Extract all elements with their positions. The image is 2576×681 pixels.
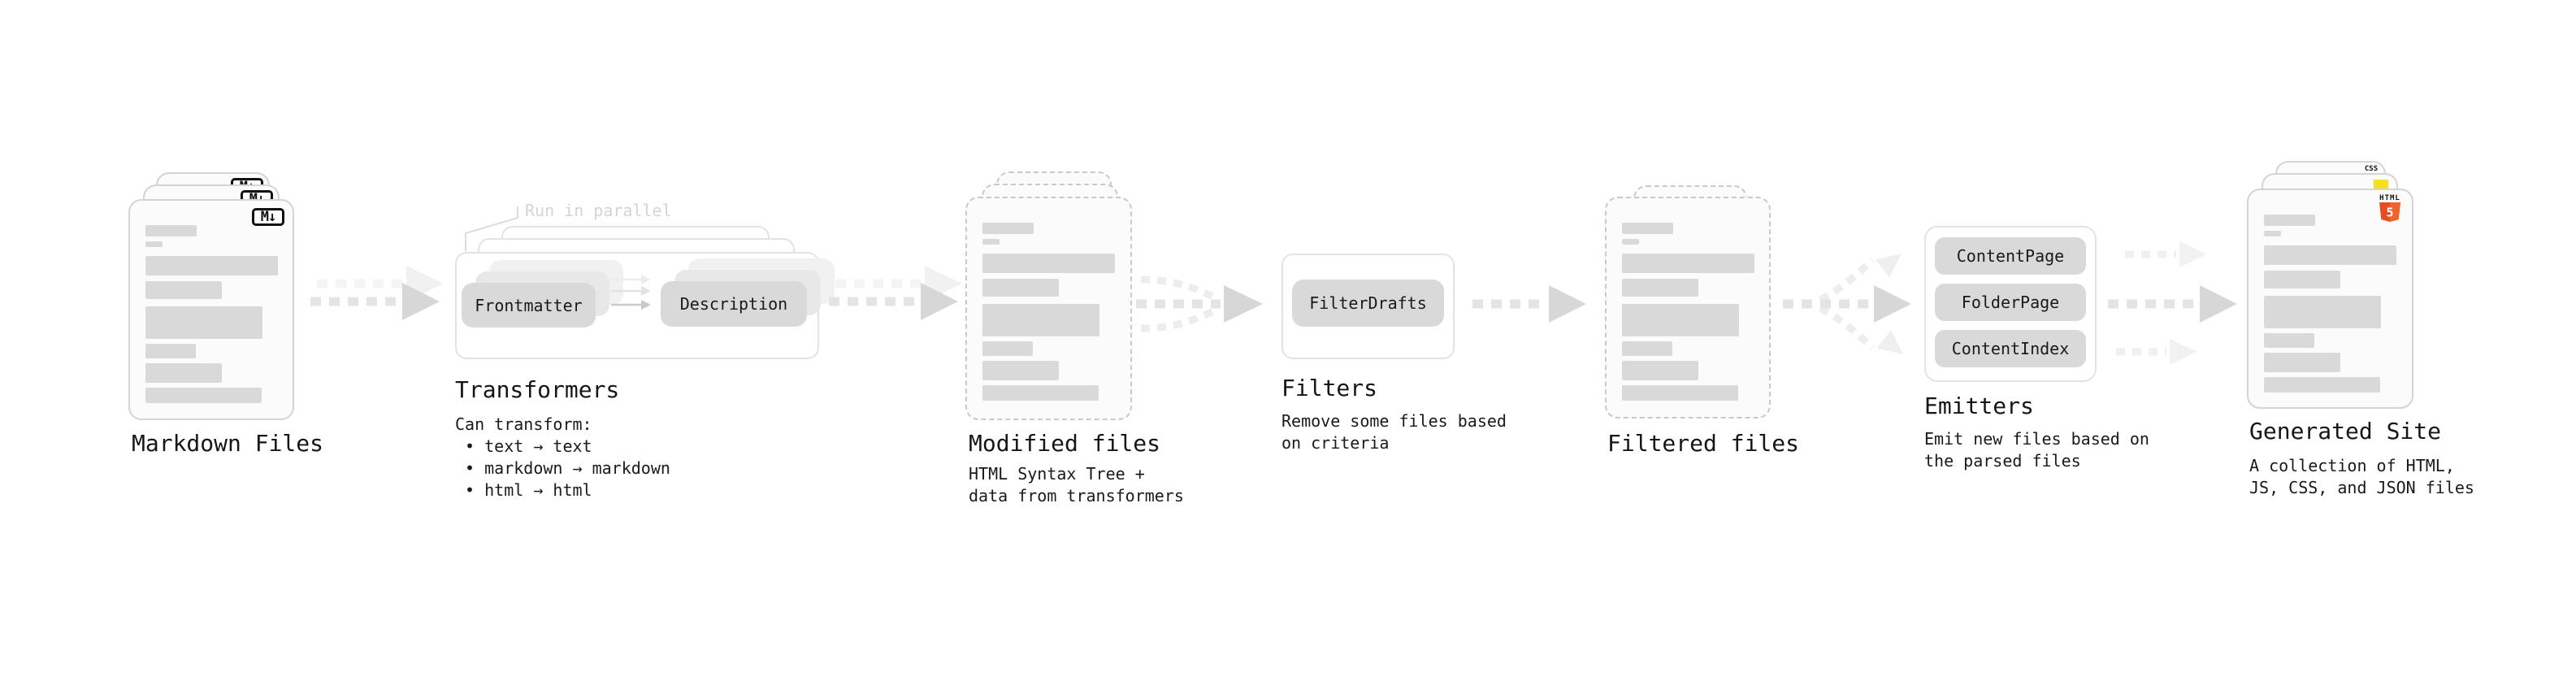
arrow-filters-to-filtered: [1472, 285, 1586, 323]
frontmatter-node: Frontmatter: [462, 283, 596, 327]
text-placeholder-bar: [145, 344, 196, 358]
filterdrafts-node: FilterDrafts: [1292, 280, 1444, 327]
stage-title-emitters: Emitters: [1924, 393, 2034, 419]
filterdrafts-node-label: FilterDrafts: [1309, 293, 1427, 313]
text-placeholder-bar: [982, 304, 1099, 336]
text-placeholder-bar: [2264, 245, 2396, 265]
text-placeholder-bar: [2264, 377, 2380, 393]
text-placeholder-bar: [982, 223, 1034, 234]
arrow-filtered-to-emitters-fanout: [1783, 254, 1911, 354]
text-placeholder-bar: [2264, 296, 2381, 328]
folderpage-node: FolderPage: [1935, 284, 2086, 321]
contentindex-node-label: ContentIndex: [1951, 339, 2070, 358]
text-placeholder-bar: [1622, 254, 1754, 273]
text-placeholder-bar: [982, 341, 1033, 356]
text-placeholder-bar: [1622, 385, 1738, 401]
text-placeholder-bar: [145, 225, 197, 236]
frontmatter-node-label: Frontmatter: [475, 295, 583, 315]
text-placeholder-bar: [982, 254, 1115, 273]
text-placeholder-bar: [982, 279, 1059, 297]
generated-site-description: A collection of HTML, JS, CSS, and JSON …: [2249, 456, 2474, 497]
stage-title-modified-files: Modified files: [969, 430, 1161, 457]
description-node-label: Description: [679, 294, 788, 314]
text-placeholder-bar: [145, 388, 262, 403]
html-file-card-front: HTML 5: [2247, 189, 2413, 409]
text-placeholder-bar: [145, 363, 222, 383]
text-placeholder-bar: [145, 281, 222, 299]
contentpage-node-label: ContentPage: [1956, 246, 2065, 266]
text-placeholder-bar: [2264, 231, 2281, 236]
html5-icon-numeral: 5: [2386, 206, 2393, 220]
text-placeholder-bar: [982, 385, 1099, 401]
text-placeholder-bar: [145, 241, 163, 247]
text-placeholder-bar: [1622, 239, 1639, 245]
arrow-transformers-to-modified: [829, 266, 962, 320]
text-placeholder-bar: [145, 306, 262, 339]
markdown-icon: M↓: [252, 208, 284, 226]
modified-file-card-front: [965, 197, 1132, 420]
filtered-file-card-front: [1605, 197, 1771, 419]
file-content-placeholder-bars: [145, 225, 280, 403]
text-placeholder-bar: [145, 256, 278, 275]
file-content-placeholder-bars: [982, 223, 1117, 401]
text-placeholder-bar: [1622, 223, 1673, 234]
stage-title-filtered-files: Filtered files: [1607, 430, 1800, 457]
html5-icon-shield: 5: [2379, 202, 2400, 222]
stage-title-transformers: Transformers: [455, 376, 620, 403]
markdown-icon-glyph: M↓: [260, 209, 277, 225]
file-content-placeholder-bars: [2264, 215, 2399, 393]
emitters-description: Emit new files based on the parsed files: [1924, 429, 2149, 471]
arrows-emitters-to-generated: [2108, 241, 2237, 365]
filters-description: Remove some files based on criteria: [1281, 411, 1507, 453]
arrow-markdown-to-transformers: [310, 266, 444, 320]
description-node: Description: [661, 281, 807, 327]
arrow-modified-to-filters-merge: [1136, 275, 1263, 332]
markdown-file-card-front: M↓: [128, 199, 294, 420]
text-placeholder-bar: [2264, 353, 2340, 372]
html5-icon: HTML 5: [2379, 195, 2401, 225]
folderpage-node-label: FolderPage: [1961, 293, 2060, 312]
text-placeholder-bar: [1622, 304, 1739, 336]
run-in-parallel-annotation: Run in parallel: [525, 201, 672, 220]
text-placeholder-bar: [2264, 333, 2314, 348]
text-placeholder-bar: [1622, 361, 1698, 380]
stage-title-generated-site: Generated Site: [2249, 418, 2442, 445]
text-placeholder-bar: [2264, 271, 2340, 288]
file-content-placeholder-bars: [1622, 223, 1757, 401]
contentpage-node: ContentPage: [1935, 237, 2086, 275]
transformers-description: Can transform: • text → text • markdown …: [455, 414, 670, 500]
text-placeholder-bar: [982, 361, 1059, 380]
text-placeholder-bar: [1622, 341, 1672, 356]
css-icon-wordmark: CSS: [2364, 165, 2379, 173]
modified-files-description: HTML Syntax Tree + data from transformer…: [969, 464, 1184, 505]
text-placeholder-bar: [1622, 279, 1698, 297]
stage-title-markdown-files: Markdown Files: [132, 430, 324, 457]
html5-icon-wordmark: HTML: [2379, 194, 2400, 202]
contentindex-node: ContentIndex: [1935, 330, 2086, 367]
text-placeholder-bar: [2264, 215, 2315, 226]
stage-title-filters: Filters: [1281, 375, 1378, 401]
text-placeholder-bar: [982, 239, 1000, 245]
